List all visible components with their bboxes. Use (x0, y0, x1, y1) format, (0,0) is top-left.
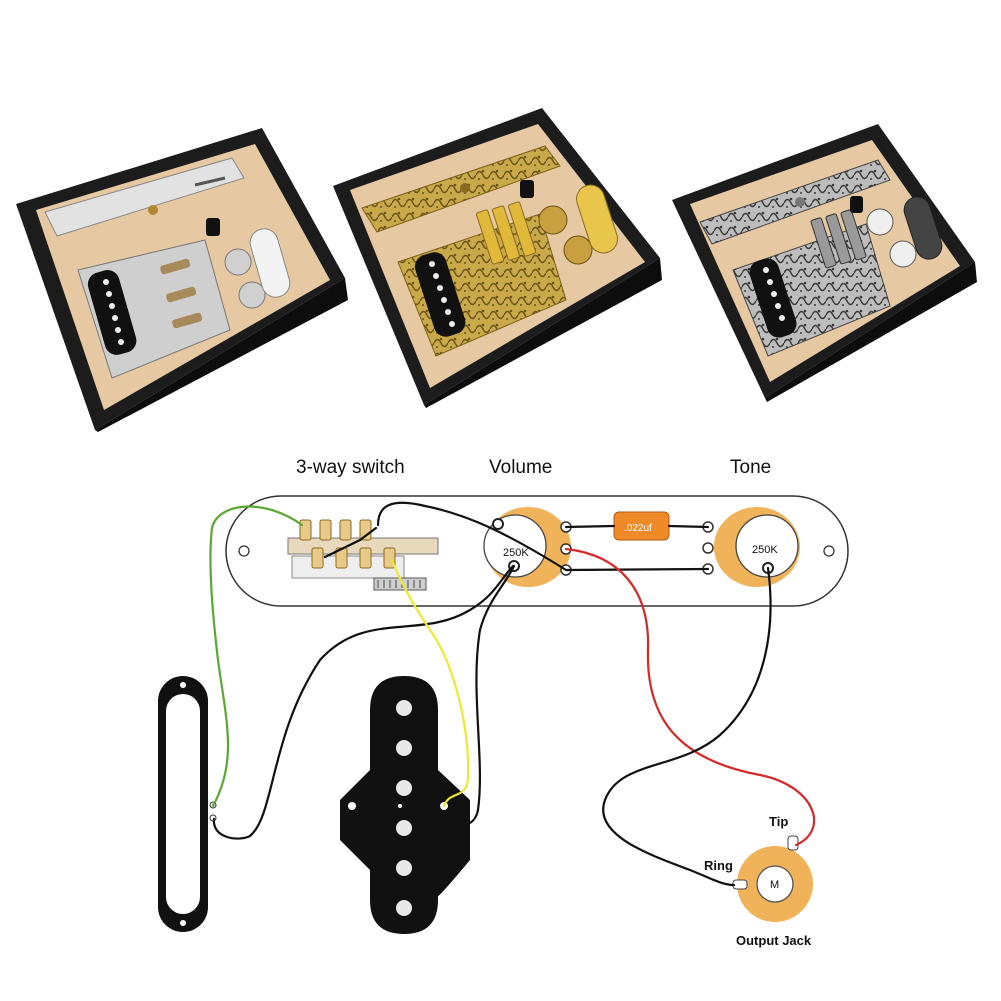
neck-pickup-screw-bottom (180, 920, 186, 926)
wire-black-switch-volume (376, 501, 568, 572)
pickup-poles (763, 267, 785, 321)
box-side (424, 258, 662, 408)
neck-pickup-diagram (158, 676, 217, 932)
switch-lugs (299, 519, 396, 569)
product-box-silver (672, 124, 977, 402)
wire-black-jack-ground (602, 566, 772, 887)
knob-volume (224, 248, 252, 276)
plate-screw-left (238, 545, 250, 557)
label-tone: Tone (730, 457, 771, 478)
bridge-saddles (475, 201, 537, 265)
bridge-saddles (160, 258, 203, 329)
knob-volume (538, 205, 568, 235)
product-box-chrome (16, 128, 348, 432)
neck-pickup (249, 228, 291, 298)
label-volume: Volume (489, 457, 552, 478)
wire-black-switch-jumper (323, 526, 378, 559)
bridge-pickup-center (398, 804, 402, 808)
switch-knob (206, 218, 220, 236)
knob-tone (563, 235, 593, 265)
three-way-switch (287, 519, 439, 591)
capacitor-value: .022uf (624, 523, 652, 534)
bridge-pickup (414, 252, 466, 337)
product-box-gold (333, 108, 662, 408)
bridge-pickup-poles (396, 700, 412, 916)
control-plate (44, 157, 245, 237)
pickup-poles (103, 279, 124, 345)
switch-tip (460, 183, 470, 193)
neck-pickup (576, 184, 618, 254)
wire-red (564, 547, 816, 847)
volume-pot-value: 250K (503, 547, 529, 559)
knob-tone (238, 281, 266, 309)
tone-pot: 250K (714, 507, 800, 587)
switch-tip (148, 205, 158, 215)
knob-tone (889, 240, 917, 268)
label-3way-switch: 3-way switch (296, 457, 405, 478)
switch-knob (850, 196, 863, 213)
tone-pot-lugs (702, 521, 714, 575)
jack-center-mark: M (770, 879, 779, 891)
bridge-pickup (87, 270, 137, 355)
bridge-pickup-diagram (340, 676, 470, 934)
wire-black-bridge-ground (448, 564, 516, 826)
wire-black-volume-tone (564, 567, 710, 572)
jack-ring-lug (732, 879, 748, 890)
label-ring: Ring (704, 858, 733, 873)
box-side (765, 262, 977, 402)
label-output-jack: Output Jack (736, 933, 812, 948)
box-side (95, 278, 348, 432)
wire-black-capacitor-left (564, 524, 616, 529)
switch-knob (520, 180, 534, 198)
jack-tip-lug (787, 835, 799, 851)
volume-pot-ground (492, 518, 504, 530)
bridge-saddles (810, 209, 867, 269)
wire-yellow (390, 558, 470, 808)
neck-pickup (903, 196, 943, 260)
wire-green (209, 505, 304, 808)
wire-black-neck-ground (212, 564, 515, 840)
pickup-poles (429, 261, 455, 327)
knob-volume (866, 208, 894, 236)
capacitor: .022uf (613, 511, 670, 541)
label-tip: Tip (769, 814, 788, 829)
tone-pot-value: 250K (752, 544, 778, 556)
switch-lever (194, 176, 226, 187)
output-jack: M (732, 835, 813, 922)
neck-pickup-screw-top (180, 682, 186, 688)
bridge-pickup-mount-left (348, 802, 356, 810)
wire-black-capacitor-right (667, 524, 710, 529)
plate-screw-right (823, 545, 835, 557)
switch-tip (795, 197, 805, 207)
